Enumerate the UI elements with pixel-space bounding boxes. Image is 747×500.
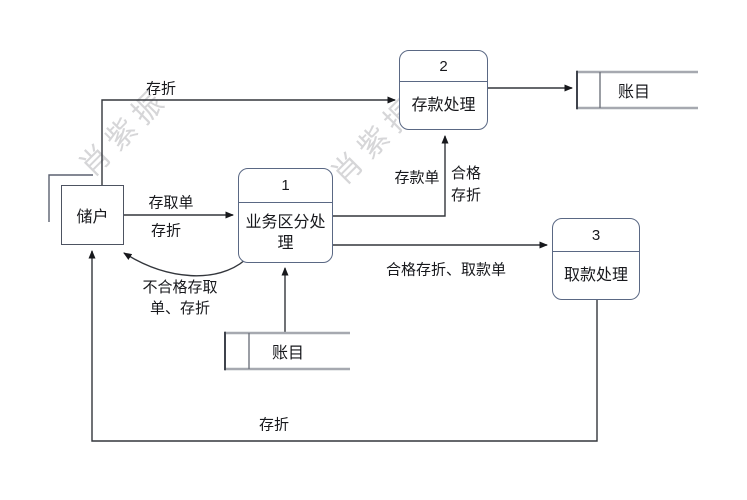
process-withdrawal-handling: 3 取款处理 xyxy=(552,218,640,300)
external-entity-depositor: 储户 xyxy=(61,185,124,245)
process-number: 1 xyxy=(239,169,332,203)
process-label: 取款处理 xyxy=(563,267,628,284)
flow-label-passbook-bottom: 存折 xyxy=(258,416,290,434)
flow-label-passbook-top: 存折 xyxy=(145,80,177,98)
flow-passbook-top-line xyxy=(101,96,396,185)
flow-label-unqualified-line2: 单、存折 xyxy=(149,300,210,317)
flow-label-deposit-slip: 存款单 xyxy=(394,169,440,187)
flow-label-unqualified-line1: 不合格存取 xyxy=(142,279,218,296)
process-business-classification: 1 业务区分处理 xyxy=(238,168,333,263)
flow-deposit-slip-line xyxy=(333,135,449,217)
process-number: 2 xyxy=(400,51,487,82)
data-store-accounts-bottom-shape xyxy=(224,331,350,371)
flow-label-qualified-line1: 合格 xyxy=(451,165,482,182)
data-store-accounts-top-label: 账目 xyxy=(617,84,651,101)
flow-label-qualified-withdrawal: 合格存折、取款单 xyxy=(385,261,507,279)
flow-label-qualified-line2: 存折 xyxy=(451,187,482,204)
flow-label-qualified-passbook: 合格 存折 xyxy=(451,163,481,207)
flow-label-slip-passbook: 存折 xyxy=(150,222,182,240)
process-deposit-handling: 2 存款处理 xyxy=(399,50,488,130)
flow-passbook-bottom-line xyxy=(88,250,598,442)
flow-unqualified-curve xyxy=(123,252,246,277)
process-number: 3 xyxy=(553,219,639,252)
flow-label-unqualified: 不合格存取 单、存折 xyxy=(120,277,240,319)
entity-label: 储户 xyxy=(76,209,109,226)
process-label: 存款处理 xyxy=(411,97,476,114)
process-label: 业务区分处理 xyxy=(245,213,326,252)
data-store-accounts-top-shape xyxy=(576,70,698,110)
data-store-accounts-bottom-label: 账目 xyxy=(271,345,305,362)
flow-label-slip: 存取单 xyxy=(148,194,194,212)
entity-corner-mark xyxy=(48,174,93,222)
